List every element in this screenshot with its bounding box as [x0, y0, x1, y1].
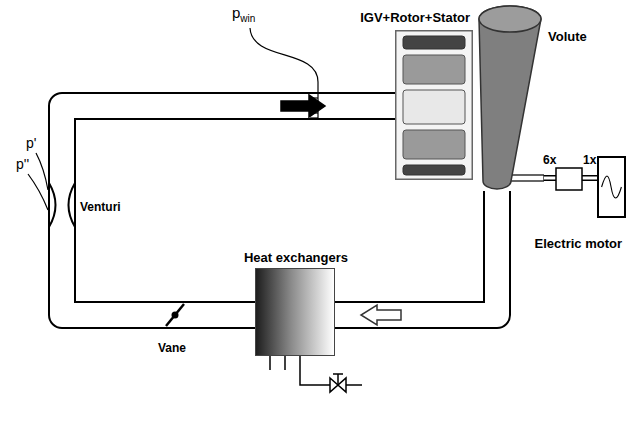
text-holder: IGV+Rotor+Stator: [360, 8, 470, 26]
label-holder: 1x: [583, 150, 596, 168]
electric-motor: Electric motor: [597, 156, 626, 218]
pressure-label: p'': [16, 156, 29, 172]
node-label: Heat exchangers: [244, 250, 348, 265]
node-label: Volute: [548, 29, 587, 44]
component-label: Vane: [158, 341, 186, 355]
pipe-bore: [335, 191, 497, 315]
pressure-label: p': [26, 135, 36, 151]
leader-line: [250, 28, 318, 82]
label-holder: p': [26, 134, 36, 152]
label-holder: pwin: [232, 4, 255, 27]
gearbox: [556, 168, 582, 190]
venturi-throat: [69, 183, 76, 227]
text-holder: Electric motor: [535, 234, 622, 252]
node-label: IGV+Rotor+Stator: [360, 10, 470, 25]
leader-line: [36, 153, 48, 190]
label-holder: Vane: [158, 338, 186, 356]
text-holder: Volute: [548, 27, 587, 45]
component-label: Venturi: [80, 200, 121, 214]
gear-ratio: 1x: [583, 153, 596, 167]
label-holder: 6x: [543, 150, 556, 168]
drain-pipes: [270, 356, 362, 392]
label-holder: Venturi: [80, 197, 121, 215]
flow-arrow: [361, 305, 401, 325]
pressure-label: pwin: [232, 4, 255, 21]
pipe-bore: [62, 106, 395, 315]
pipe-wall: [335, 191, 497, 315]
vane-symbol: [166, 304, 184, 326]
igv-rotor-stator-stack: IGV+Rotor+Stator: [395, 30, 473, 180]
text-holder: Heat exchangers: [244, 248, 348, 266]
heat-exchanger: Heat exchangers: [255, 268, 335, 356]
volute: Volute: [476, 3, 544, 193]
venturi-throat: [49, 183, 56, 227]
label-holder: p'': [16, 155, 29, 173]
node-label: Electric motor: [535, 236, 622, 251]
gear-ratio: 6x: [543, 153, 556, 167]
pipe-wall: [62, 106, 395, 315]
pipe: [335, 191, 497, 325]
pressure-rake: [310, 82, 318, 118]
leader-line: [28, 174, 48, 210]
pipe: [62, 95, 395, 315]
